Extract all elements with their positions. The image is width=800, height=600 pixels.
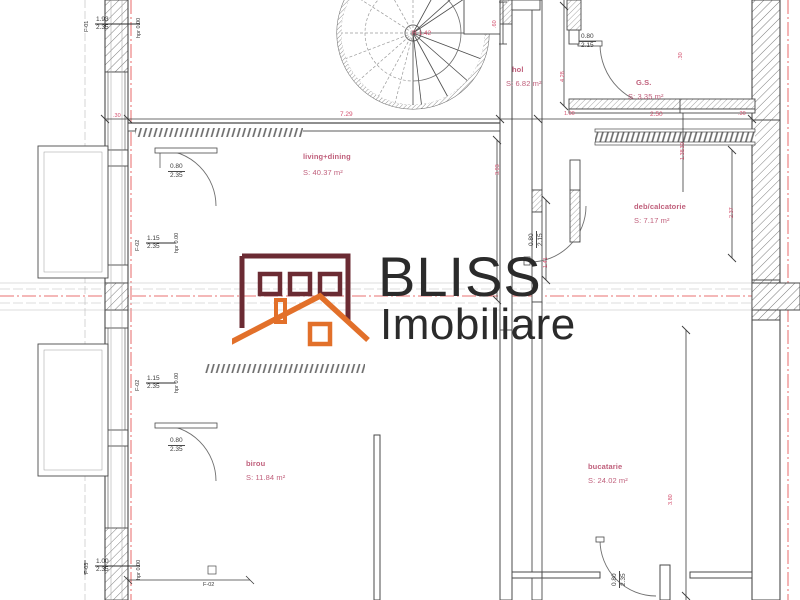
window-f02-lower-sill: hpr 0.00	[174, 372, 180, 393]
dim-hol-vertical: 4.28	[560, 71, 566, 82]
window-f03-height: 2.35	[96, 566, 109, 574]
hol-bottom-wall	[511, 571, 543, 579]
room-label-gs: G.S.	[636, 78, 652, 87]
door-birou-west-width: 0.80	[168, 437, 185, 447]
hall-east-partition	[531, 0, 543, 600]
door-bucatarie-south	[595, 536, 657, 597]
deb-wall-nub	[569, 159, 581, 243]
dimension-ticks	[100, 1, 757, 600]
window-f01-height: 2.35	[96, 24, 109, 32]
dim-top-wall-thk-left: .30	[113, 113, 121, 119]
room-label-hol: hol	[512, 65, 524, 74]
door-dim-living-west: 0.80 2.35	[168, 163, 185, 180]
room-area-gs: S: 3.35 m²	[628, 92, 664, 101]
window-f02-lower-width: 1.15	[147, 375, 160, 382]
window-f03-sill: hpr 0.00	[136, 559, 142, 580]
room-label-bucatarie: bucatarie	[588, 462, 623, 471]
door-birou-west-height: 2.35	[170, 446, 183, 454]
door-deb-width: 0.80	[528, 231, 538, 248]
door-deb-height: 2.15	[537, 233, 545, 246]
west-windows	[107, 72, 126, 528]
door-dim-gs: 0.80 2.15	[579, 33, 596, 50]
dim-top-small-right: 1.00	[564, 111, 575, 117]
gs-walls	[566, 0, 756, 146]
spiral-staircase	[336, 0, 501, 110]
door-dim-deb: 0.80 2.15	[528, 231, 545, 248]
dim-deb-vertical: 2.37	[729, 207, 735, 218]
door-bucatarie-south-width: 0.80	[611, 571, 621, 588]
door-dim-bucatarie-south: 0.80 2.35	[611, 571, 628, 588]
dim-stair-offset: .60	[492, 20, 498, 28]
west-wall	[104, 0, 129, 600]
window-f03-width: 1.00	[96, 558, 109, 565]
room-label-living: living+dining	[303, 152, 351, 161]
dim-right-vertical: .30	[680, 142, 686, 150]
door-dim-birou-west: 0.80 2.35	[168, 437, 185, 454]
east-axis-band	[751, 282, 800, 311]
window-f01-width: 1.93	[96, 16, 109, 23]
door-living-west-height: 2.35	[170, 172, 183, 180]
bucatarie-stub-wall	[373, 434, 381, 600]
dim-top-span-main: 7.29	[340, 111, 353, 118]
room-label-deb: deb/calcatorie	[634, 202, 686, 211]
window-tag-f02-lower-code: F-02	[135, 379, 141, 391]
dim-gs-vertical: 1.38	[680, 149, 686, 160]
room-area-living: S: 40.37 m²	[303, 168, 343, 177]
dim-living-vertical: 3.93	[495, 164, 501, 175]
window-f02-lower-height: 2.35	[147, 383, 160, 391]
window-tag-f02-upper-code: F-02	[135, 239, 141, 251]
bottom-ticks	[123, 565, 255, 585]
north-insulation-band	[135, 128, 303, 137]
door-deb	[523, 205, 587, 266]
dim-top-span-right: 2.50	[650, 111, 663, 118]
room-area-deb: S: 7.17 m²	[634, 216, 670, 225]
stair-top-wall	[511, 0, 541, 11]
room-label-birou: birou	[246, 459, 266, 468]
dim-bucatarie-vertical: 3.80	[668, 494, 674, 505]
room-area-bucatarie: S: 24.02 m²	[588, 476, 628, 485]
room-area-birou: S: 11.84 m²	[246, 473, 286, 482]
west-bay-lower	[37, 343, 109, 477]
dim-top-wall-thk-right: .30	[738, 111, 746, 117]
door-living-west	[154, 147, 218, 207]
window-tag-f01-code: F-01	[84, 20, 90, 32]
window-tag-f01: F-01 1.93 2.35	[84, 16, 109, 33]
door-gs-width: 0.80	[579, 33, 596, 43]
stair-radius-label: R 1.42	[412, 30, 432, 37]
window-f02-upper-height: 2.35	[147, 243, 160, 251]
door-bucatarie-south-height: 2.35	[620, 573, 628, 586]
window-tag-f02-lower: F-02 1.15 2.35	[135, 375, 160, 392]
bucatarie-south-walls	[541, 564, 753, 600]
door-gs-height: 2.15	[581, 42, 594, 50]
door-birou-west	[154, 422, 218, 482]
window-tag-f02-upper: F-02 1.15 2.35	[135, 235, 160, 252]
window-f01-sill: hpr 0.00	[136, 17, 142, 38]
window-f02-upper-sill: hpr 0.00	[174, 232, 180, 253]
room-area-hol: S: 6.82 m²	[506, 79, 542, 88]
window-tag-f03-code: F-03	[84, 562, 90, 574]
central-partition	[499, 0, 513, 600]
window-tag-f03: F-03 1.00 2.35	[84, 558, 109, 575]
dimension-lines	[105, 0, 752, 600]
dim-door-offset: 1.41	[543, 257, 549, 268]
west-bay-upper	[37, 145, 109, 279]
door-living-west-width: 0.80	[168, 163, 185, 173]
stair-offset-dim	[499, 1, 507, 45]
window-leaders	[95, 23, 176, 567]
dim-right-top-thk: .30	[678, 52, 684, 60]
mid-insulation-band	[205, 364, 365, 373]
window-tag-bottom: F-02	[203, 582, 215, 588]
window-f02-upper-width: 1.15	[147, 235, 160, 242]
